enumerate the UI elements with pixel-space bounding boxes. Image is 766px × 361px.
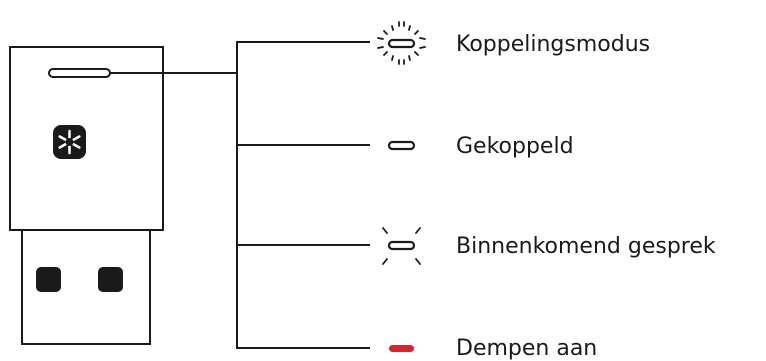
label-binnenkomend-gesprek: Binnenkomend gesprek <box>456 234 716 259</box>
receiver-logo-icon <box>53 125 86 159</box>
receiver-led-slot <box>48 68 111 78</box>
blinking-light-icon <box>382 227 421 265</box>
usb-receiver <box>9 46 164 345</box>
usb-contact-right <box>98 267 123 292</box>
steady-light-icon <box>387 140 416 151</box>
label-gekoppeld: Gekoppeld <box>456 134 574 159</box>
red-light-icon <box>389 345 414 352</box>
label-dempen-aan: Dempen aan <box>456 336 598 361</box>
connector-lines <box>110 41 370 349</box>
label-koppelingsmodus: Koppelingsmodus <box>456 32 651 57</box>
usb-contact-left <box>36 267 61 292</box>
pulsing-light-icon <box>377 21 426 65</box>
